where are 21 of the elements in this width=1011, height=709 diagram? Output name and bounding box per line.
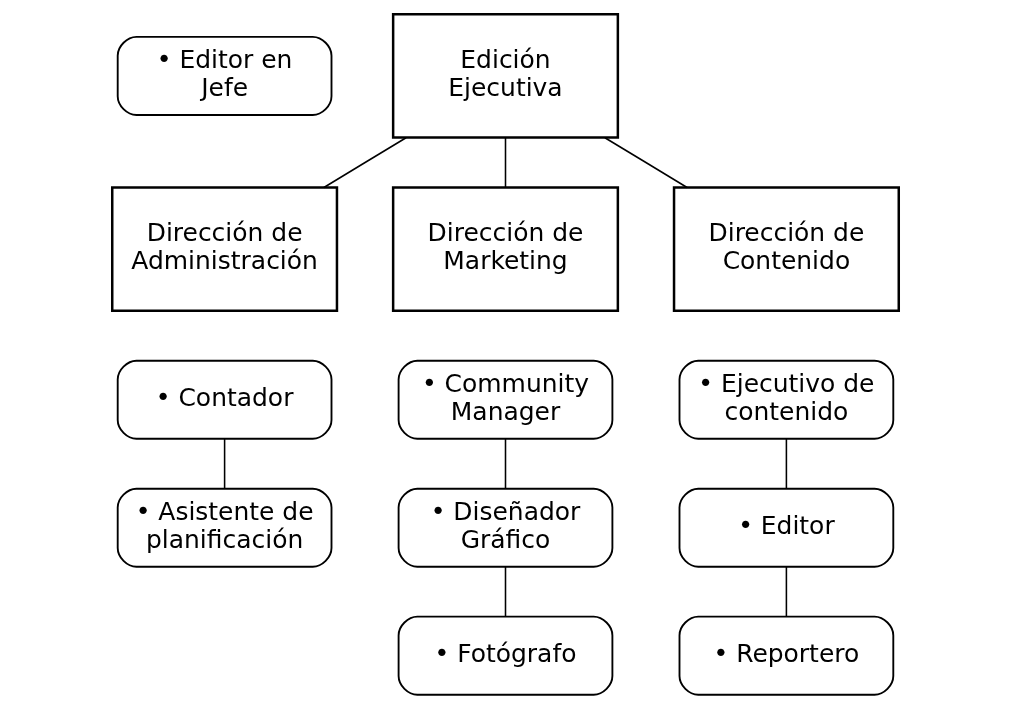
connector — [223, 438, 226, 490]
node-box: • Asistente de planificación — [116, 487, 333, 568]
node-box: Edición Ejecutiva — [391, 13, 620, 139]
node-box: • Editor en Jefe — [116, 36, 333, 116]
node-box: • Contador — [116, 359, 333, 440]
connector — [785, 565, 788, 618]
connector — [504, 137, 507, 189]
connector — [785, 438, 788, 490]
node-box: • Diseñador Gráfico — [397, 487, 614, 568]
node-box: • Fotógrafo — [397, 615, 614, 696]
connector — [504, 438, 507, 490]
node-box: Dirección de Marketing — [391, 186, 620, 313]
node-box: • Ejecutivo de contenido — [678, 359, 895, 440]
connector — [504, 565, 507, 618]
node-box: • Reportero — [678, 615, 895, 696]
connector — [323, 136, 407, 189]
connector — [604, 136, 688, 189]
node-box: • Editor — [678, 487, 895, 568]
node-box: Dirección de Administración — [111, 186, 339, 313]
node-box: • Community Manager — [397, 359, 614, 440]
node-box: Dirección de Contenido — [672, 186, 900, 313]
